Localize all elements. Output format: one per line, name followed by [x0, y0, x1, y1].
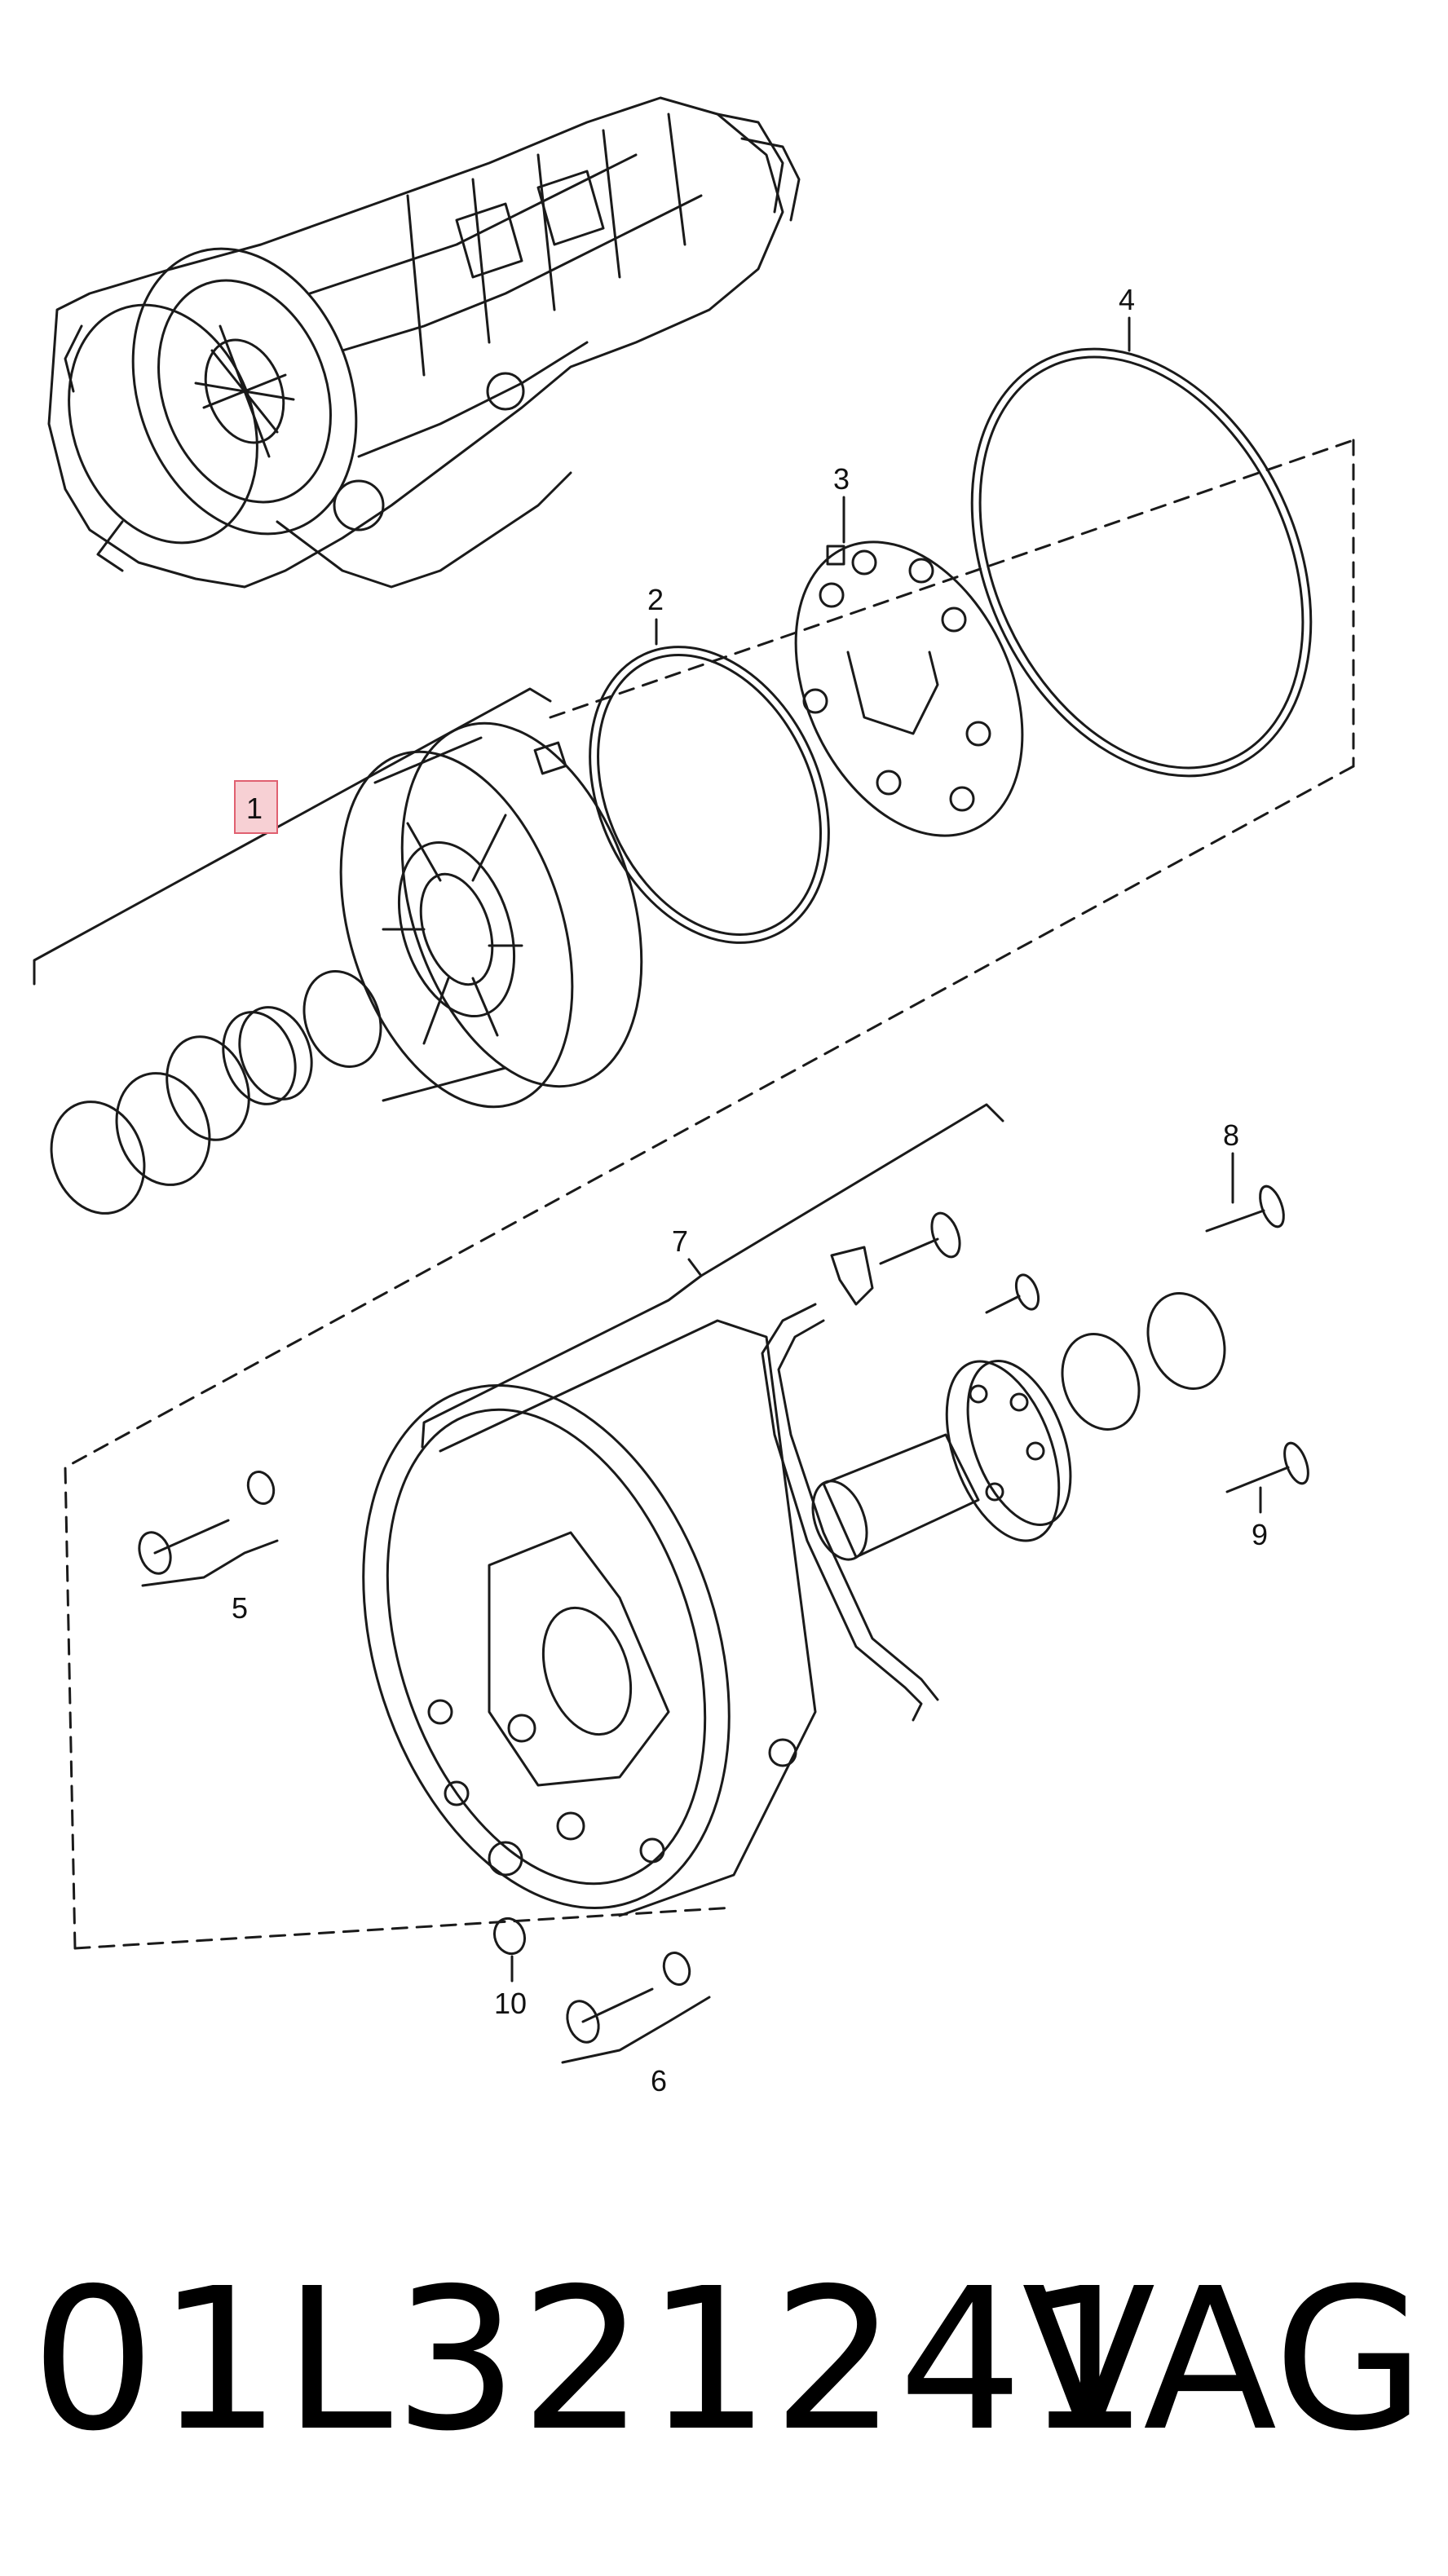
- o-ring-2-inner: [597, 654, 822, 936]
- o-ring-4-inner: [978, 355, 1305, 770]
- exploded-parts-diagram: 1 2 3 4 5 6 7 8 9 10: [33, 96, 1355, 2097]
- transmission-housing-illustration: [47, 96, 801, 589]
- seal-rings-cluster: [50, 970, 382, 1215]
- bolt-9: [1225, 1441, 1309, 1493]
- intermediate-plate-3: [794, 540, 1024, 837]
- callout-8: 8: [1223, 1118, 1239, 1152]
- o-ring-4: [970, 347, 1313, 778]
- o-ring-2: [589, 646, 830, 944]
- bolt-5-group: [138, 1471, 279, 1587]
- stator-shaft: [811, 1360, 1072, 1561]
- callout-5: 5: [232, 1591, 248, 1625]
- callout-4: 4: [1119, 283, 1135, 316]
- callout-1: 1: [246, 792, 263, 825]
- callout-6: 6: [651, 2064, 667, 2097]
- plug-10: [492, 1917, 527, 1956]
- part-7-bracket: [421, 1103, 1004, 1449]
- callout-2: 2: [647, 583, 664, 616]
- callout-1-highlight: [234, 780, 278, 834]
- part-1-bracket: [33, 439, 1355, 1950]
- screw-mid: [985, 1273, 1040, 1314]
- part-number: 01L321241: [31, 2246, 1151, 2474]
- seal-ring-b: [1146, 1292, 1226, 1390]
- oil-pipe: [761, 1303, 923, 1722]
- callout-9: 9: [1252, 1518, 1268, 1551]
- retaining-clip: [830, 1246, 874, 1306]
- seal-ring-a: [1061, 1333, 1141, 1431]
- oil-pipe-outer: [777, 1319, 939, 1701]
- callout-10: 10: [494, 1987, 527, 2020]
- callout-3: 3: [833, 462, 850, 496]
- pump-body: [339, 721, 643, 1109]
- callout-7: 7: [672, 1224, 688, 1258]
- screw-top: [879, 1211, 961, 1265]
- bolt-6-group: [561, 1952, 711, 2064]
- bolt-8: [1205, 1184, 1285, 1233]
- pump-housing-large: [362, 1319, 817, 1917]
- brand-label: VAG: [1022, 2246, 1425, 2474]
